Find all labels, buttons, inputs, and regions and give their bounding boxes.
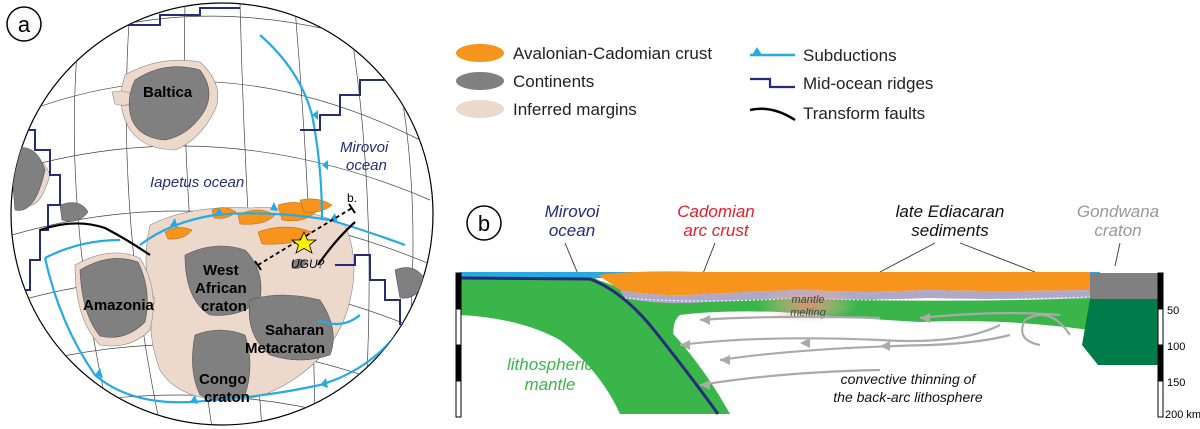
mantle-melting-zone [758, 287, 858, 323]
ediacaran-label-1: late Ediacaran [896, 202, 1005, 221]
panel-b-letter: b [478, 211, 490, 236]
legend-margins-swatch [456, 100, 504, 118]
ugu-label: UGU? [291, 257, 325, 271]
ediacaran-sediments [620, 290, 1090, 304]
legend-cadomian-label: Avalonian-Cadomian crust [513, 44, 712, 63]
lithospheric-mantle-label-1: lithospheric [507, 355, 593, 374]
iapetus-label: Iapetus ocean [150, 174, 244, 191]
cross-section-panel: b Mirovoi ocean Cadomian arc crust late … [455, 202, 1200, 421]
section-line [257, 207, 353, 266]
leader-lines [564, 242, 1121, 277]
cadomian-arc-label-2: arc crust [683, 221, 749, 240]
congo-label-1: Congo [199, 371, 246, 388]
depth-scale-right [1157, 272, 1164, 418]
west-african-label-2: African [195, 280, 247, 297]
lithospheric-mantle-main [460, 278, 705, 414]
baltica-shape [128, 66, 210, 141]
ediacaran-label-2: sediments [911, 221, 989, 240]
gondwana-craton-mantle [1082, 299, 1160, 365]
saharan-label-2: Metacraton [245, 340, 325, 357]
globe-panel: Baltica Mirovoi ocean Iapetus ocean b. U… [6, 2, 434, 426]
amazonia-shape [79, 258, 148, 338]
backarc-mantle [600, 290, 1090, 414]
panel-a-badge [6, 6, 42, 42]
transform-faults [39, 221, 356, 266]
west-african-label-3: craton [201, 298, 247, 315]
congo-label-2: craton [204, 389, 250, 406]
gondwana-craton-crust [1090, 273, 1160, 299]
cadomian-arc-crust [598, 271, 1090, 296]
mirovoi-label-1: Mirovoi [340, 139, 389, 156]
ugu-star-icon [290, 231, 318, 254]
legend-transform-line [749, 107, 796, 122]
convection-arrowheads [680, 313, 930, 390]
saharan-label-1: Saharan [265, 322, 324, 339]
gondwana-label-1: Gondwana [1077, 202, 1159, 221]
convection-arrows [679, 311, 1071, 387]
convective-thinning-label-1: convective thinning of [841, 371, 978, 387]
depth-tick-100: 100 [1167, 341, 1185, 353]
panel-a-letter: a [18, 12, 31, 37]
depth-scale-left [455, 272, 462, 418]
lithospheric-mantle-label-2: mantle [524, 375, 575, 394]
section-end-label: b. [347, 191, 357, 205]
depth-tick-50: 50 [1167, 305, 1179, 317]
gondwana-label-2: craton [1094, 221, 1141, 240]
mantle-melting-label-1: mantle [791, 294, 824, 306]
legend-subduction-tooth [752, 47, 762, 55]
legend-ridge-label: Mid-ocean ridges [803, 74, 933, 93]
mirovoi-label-2: ocean [346, 157, 387, 174]
legend-cadomian-swatch [456, 44, 504, 62]
legend: Avalonian-Cadomian crust Continents Infe… [456, 44, 933, 123]
convective-thinning-label-2: the back-arc lithosphere [833, 389, 983, 405]
mirovoi-ocean-label-2: ocean [549, 221, 595, 240]
continents [11, 66, 426, 401]
subducting-slab [459, 276, 720, 415]
mirovoi-ocean-label-1: Mirovoi [545, 202, 601, 221]
legend-continents-swatch [456, 72, 504, 90]
legend-margins-label: Inferred margins [513, 100, 637, 119]
cadomian-arc-label-1: Cadomian [677, 202, 755, 221]
congo-shape [192, 329, 251, 401]
legend-subduction-label: Subductions [803, 46, 897, 65]
panel-b-badge [466, 205, 502, 241]
west-african-label-1: West [203, 262, 239, 279]
legend-continents-label: Continents [513, 72, 594, 91]
depth-tick-200: 200 km [1165, 409, 1200, 421]
depth-tick-150: 150 [1167, 377, 1185, 389]
baltica-label: Baltica [143, 84, 193, 101]
saharan-shape [248, 294, 334, 361]
mid-ocean-ridges [20, 7, 401, 325]
legend-transform-label: Transform faults [803, 104, 925, 123]
amazonia-label: Amazonia [83, 297, 155, 314]
legend-ridge-line [750, 77, 795, 89]
